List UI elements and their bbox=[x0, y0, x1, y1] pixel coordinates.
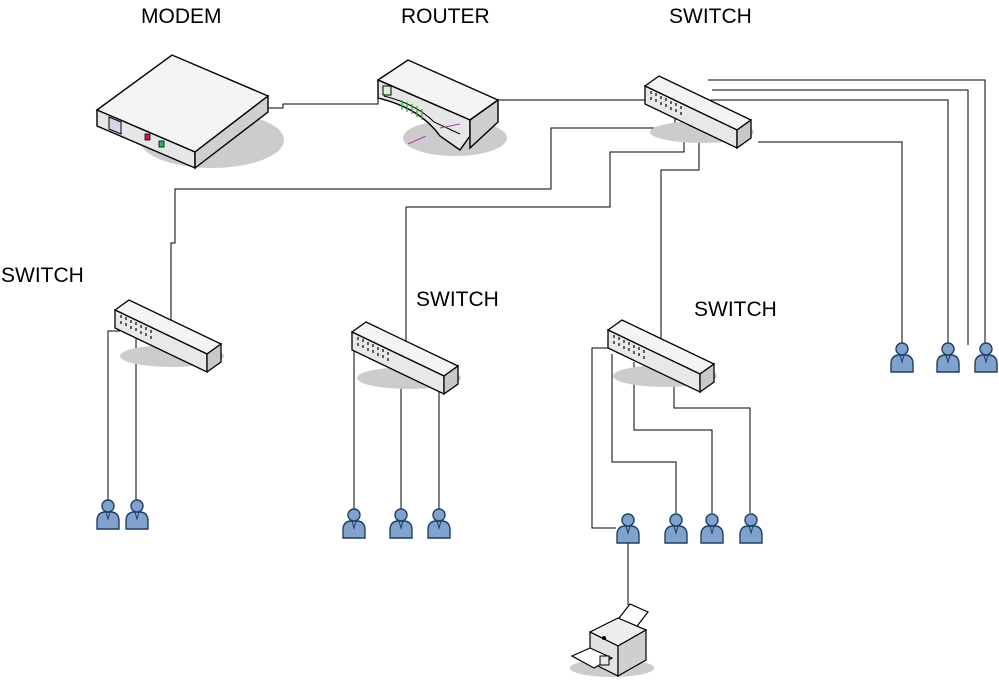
main-switch-label: SWITCH bbox=[669, 5, 752, 28]
user-icon bbox=[664, 513, 688, 544]
user-icon bbox=[96, 499, 120, 530]
right-switch-label: SWITCH bbox=[694, 298, 777, 321]
user-icon bbox=[342, 508, 366, 539]
right-switch-icon bbox=[607, 319, 718, 393]
user-icon bbox=[974, 342, 998, 373]
left-switch-label: SWITCH bbox=[1, 264, 84, 287]
router-icon bbox=[376, 59, 507, 156]
user-icon bbox=[125, 499, 149, 530]
left-switch-icon bbox=[114, 299, 225, 373]
printer-icon bbox=[570, 603, 654, 678]
middle-switch-label: SWITCH bbox=[416, 288, 499, 311]
user-icon bbox=[890, 342, 914, 373]
user-icon bbox=[739, 513, 763, 544]
user-icon bbox=[427, 508, 451, 539]
modem-label: MODEM bbox=[141, 5, 222, 28]
user-icon bbox=[389, 508, 413, 539]
user-icon bbox=[700, 513, 724, 544]
router-label: ROUTER bbox=[401, 5, 490, 28]
user-icon bbox=[936, 342, 960, 373]
user-icon bbox=[616, 513, 640, 544]
main-switch-icon bbox=[644, 75, 755, 149]
modem-icon bbox=[95, 54, 284, 170]
